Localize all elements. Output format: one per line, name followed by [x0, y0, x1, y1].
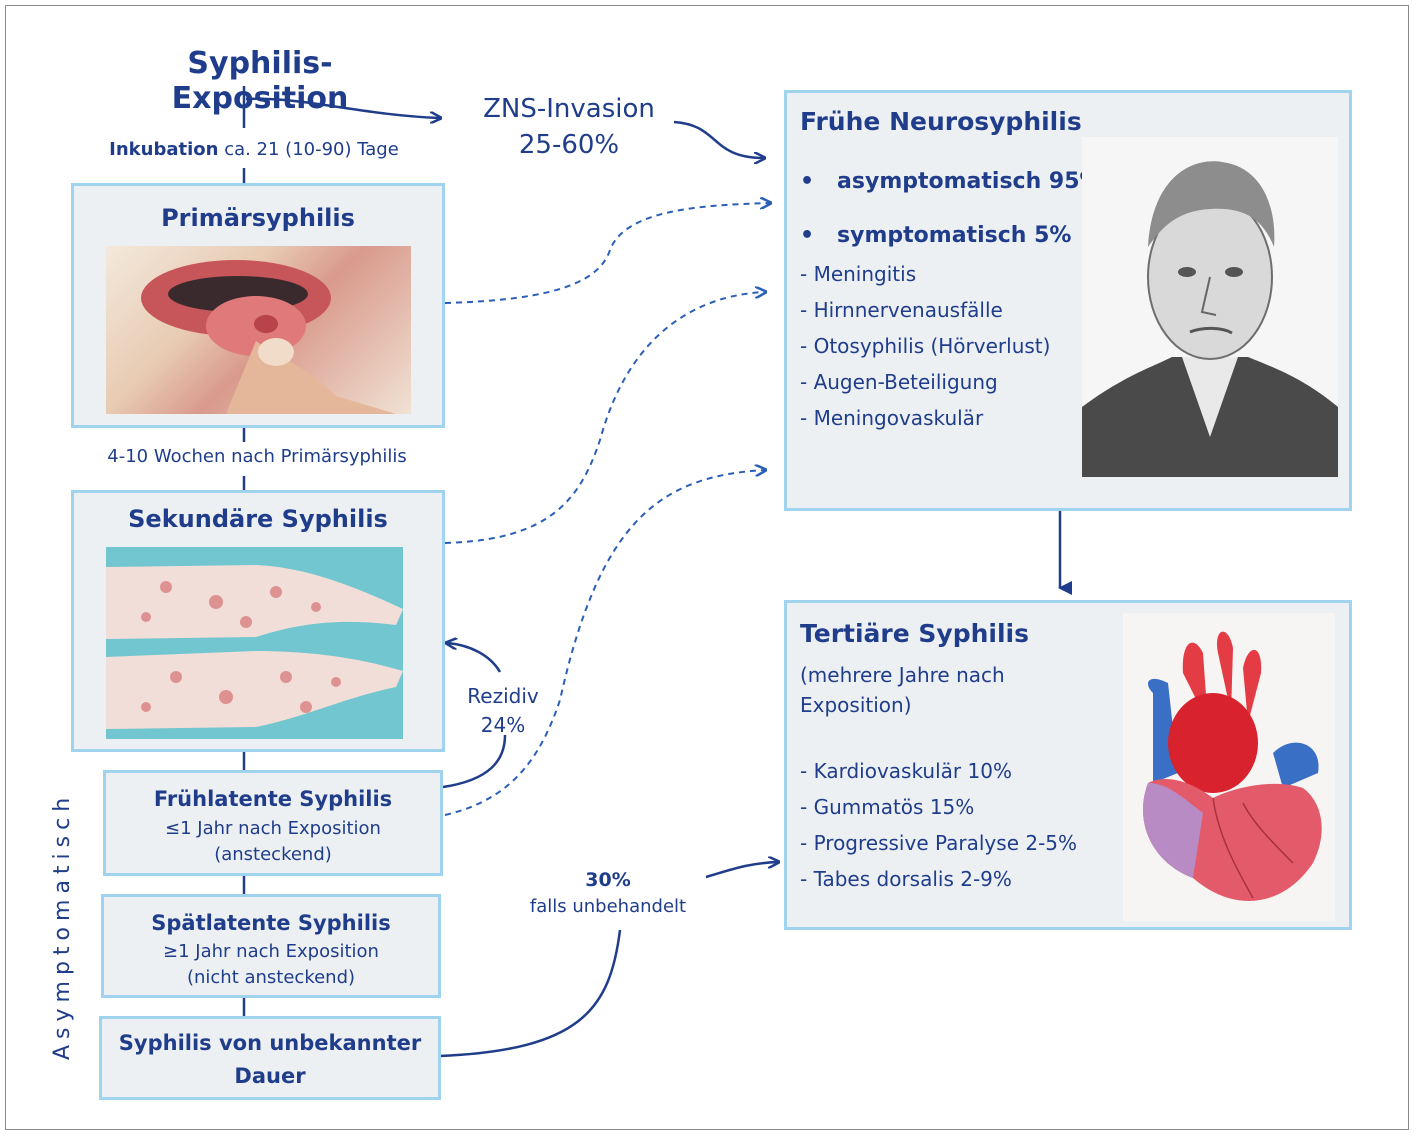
primary-to-secondary-interval: 4-10 Wochen nach Primärsyphilis: [70, 446, 444, 467]
heart-illustration: [1123, 613, 1335, 921]
untreated-percent: 30%: [520, 869, 696, 891]
symptomatic-bullet: • symptomatisch 5%: [800, 223, 1071, 248]
asymptomatic-side-label: Asymptomatisch: [50, 810, 80, 1060]
tertiary-manifestation-list: - Kardiovaskulär 10% - Gummatös 15% - Pr…: [800, 753, 1077, 897]
relapse-arc-lower: [443, 735, 505, 787]
patient-portrait-image: [1082, 137, 1338, 477]
neuro-symptom-item: - Augen-Beteiligung: [800, 364, 1050, 400]
early-neurosyphilis-box: Frühe Neurosyphilis • asymptomatisch 95%…: [784, 90, 1352, 511]
secondary-syphilis-box: Sekundäre Syphilis: [71, 490, 445, 752]
early-latent-timing: ≤1 Jahr nach Exposition: [106, 818, 440, 839]
neuro-symptom-item: - Hirnnervenausfälle: [800, 292, 1050, 328]
tertiary-syphilis-title: Tertiäre Syphilis: [800, 619, 1029, 648]
incubation-text: Inkubation ca. 21 (10-90) Tage: [70, 139, 438, 160]
relapse-percent: 24%: [455, 713, 551, 737]
neuro-symptom-item: - Meningovaskulär: [800, 400, 1050, 436]
tertiary-syphilis-box: Tertiäre Syphilis (mehrere Jahre nach Ex…: [784, 600, 1352, 930]
late-latent-box: Spätlatente Syphilis ≥1 Jahr nach Exposi…: [101, 894, 441, 998]
unknown-duration-box: Syphilis von unbekannter Dauer: [99, 1016, 441, 1100]
asymptomatic-bullet: • asymptomatisch 95%: [800, 169, 1102, 194]
tertiary-manifestation-item: - Kardiovaskulär 10%: [800, 753, 1077, 789]
exposure-title: Syphilis-Exposition: [110, 46, 410, 116]
incubation-rest: ca. 21 (10-90) Tage: [218, 139, 398, 160]
untreated-label: falls unbehandelt: [520, 896, 696, 917]
symptomatic-text: symptomatisch 5%: [837, 223, 1071, 248]
late-latent-timing: ≥1 Jahr nach Exposition: [104, 941, 438, 962]
cns-invasion-percent: 25-60%: [476, 130, 662, 160]
secondary-rash-image: [106, 547, 403, 739]
primary-syphilis-title: Primärsyphilis: [74, 204, 442, 232]
untreated-arrow: [706, 862, 778, 877]
relapse-arc-upper: [447, 643, 500, 672]
primary-neuro-arrow: [445, 203, 770, 303]
late-latent-title: Spätlatente Syphilis: [104, 911, 438, 935]
secondary-neuro-arrow: [445, 292, 765, 543]
incubation-bold: Inkubation: [109, 139, 218, 160]
primary-lesion-image: [106, 246, 411, 414]
tertiary-manifestation-item: - Tabes dorsalis 2-9%: [800, 861, 1077, 897]
tertiary-manifestation-item: - Gummatös 15%: [800, 789, 1077, 825]
asymptomatic-text: asymptomatisch 95%: [837, 169, 1102, 194]
earlylatent-neuro-arrow: [445, 470, 765, 815]
late-latent-infectivity: (nicht ansteckend): [104, 967, 438, 988]
tertiary-manifestation-item: - Progressive Paralyse 2-5%: [800, 825, 1077, 861]
unknown-duration-title-line1: Syphilis von unbekannter: [102, 1031, 438, 1055]
unknown-tertiary-line: [440, 930, 620, 1056]
cns-invasion-label: ZNS-Invasion: [476, 94, 662, 124]
tertiary-timing-line2: Exposition): [800, 693, 912, 717]
neuro-symptom-list: - Meningitis - Hirnnervenausfälle - Otos…: [800, 256, 1050, 436]
secondary-syphilis-title: Sekundäre Syphilis: [74, 505, 442, 533]
primary-syphilis-box: Primärsyphilis: [71, 183, 445, 428]
tertiary-timing-line1: (mehrere Jahre nach: [800, 663, 1005, 687]
neuro-symptom-item: - Otosyphilis (Hörverlust): [800, 328, 1050, 364]
neuro-symptom-item: - Meningitis: [800, 256, 1050, 292]
early-latent-infectivity: (ansteckend): [106, 844, 440, 865]
relapse-label: Rezidiv: [455, 684, 551, 708]
early-latent-box: Frühlatente Syphilis ≤1 Jahr nach Exposi…: [103, 770, 443, 876]
unknown-duration-title-line2: Dauer: [102, 1064, 438, 1088]
early-neurosyphilis-title: Frühe Neurosyphilis: [800, 107, 1082, 136]
early-latent-title: Frühlatente Syphilis: [106, 787, 440, 811]
cns-arrow: [674, 122, 764, 158]
